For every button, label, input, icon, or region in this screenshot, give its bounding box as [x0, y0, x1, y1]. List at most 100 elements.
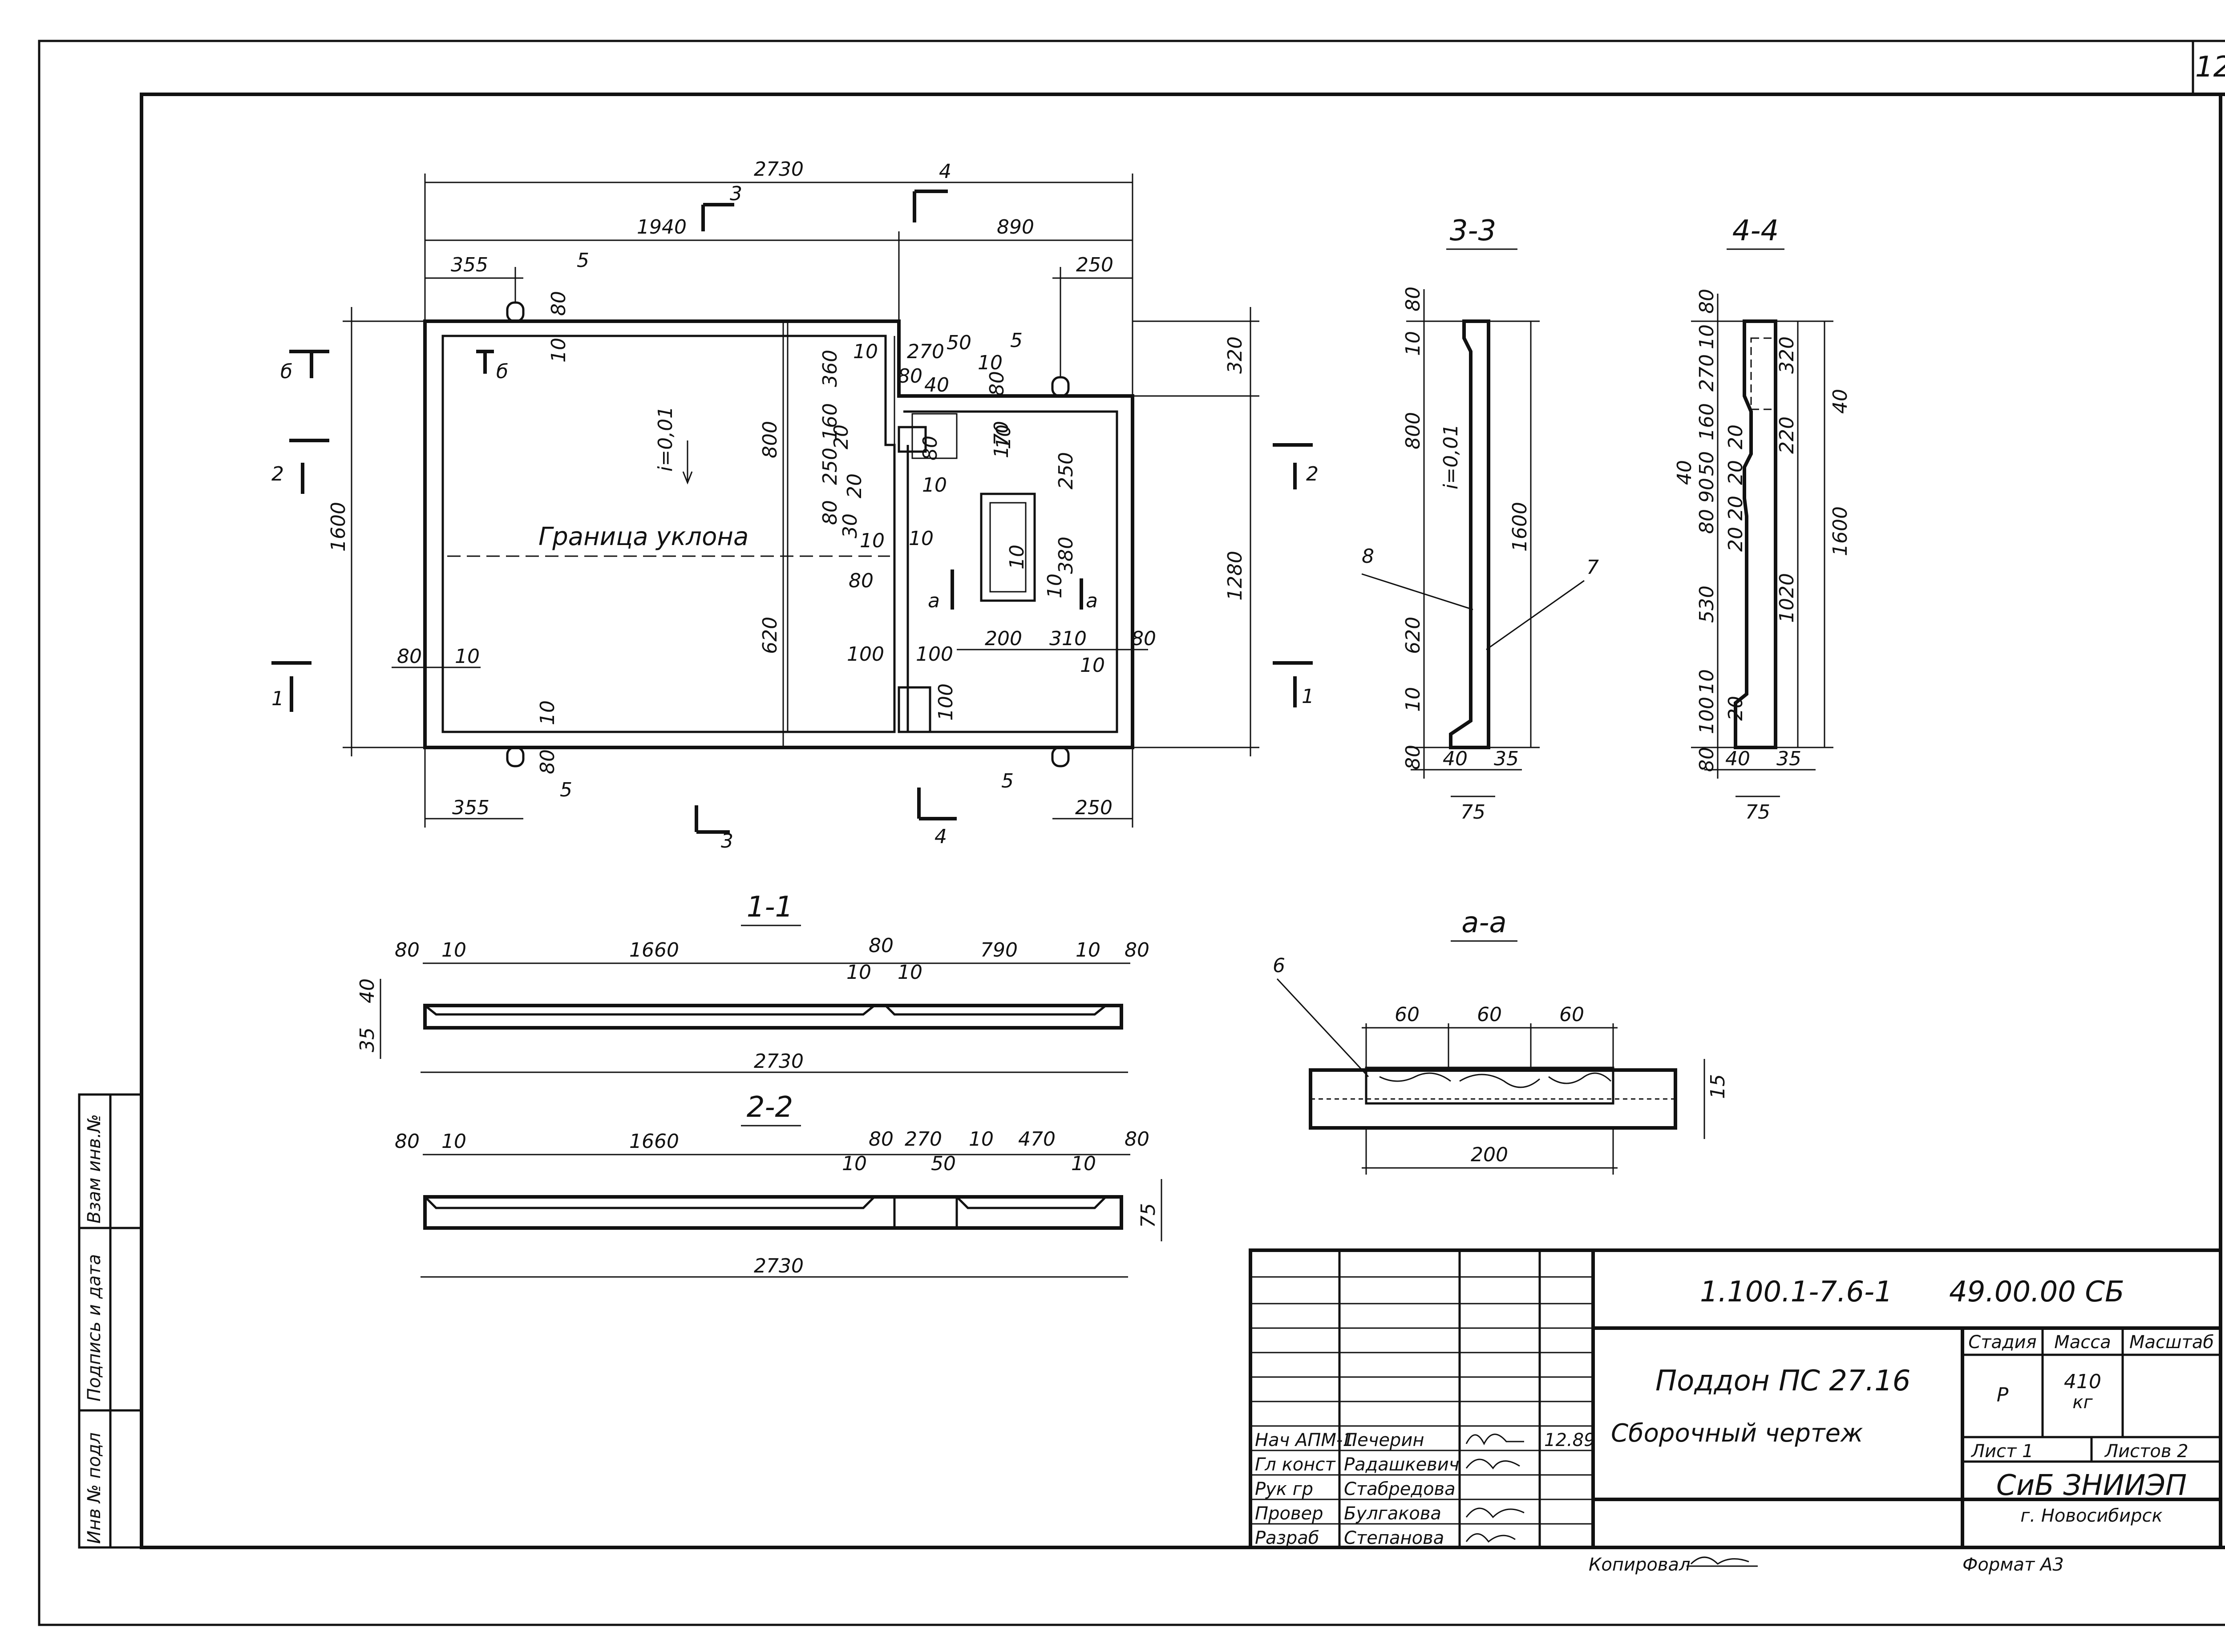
saa-d60b: 60: [1477, 1003, 1502, 1026]
section-44-label: 4-4: [1732, 214, 1779, 247]
cut-a-right: а: [1086, 590, 1098, 612]
role-3: Провер: [1255, 1503, 1323, 1524]
dim-80-top: 80: [547, 291, 570, 316]
section-33-label: 3-3: [1450, 214, 1497, 247]
section-4-4: 4-4 80 10 270 160 50 90 80 530 10 100 80…: [1673, 214, 1852, 824]
s44-d40: 40: [1829, 389, 1852, 414]
sheet-label: Лист 1: [1970, 1441, 2034, 1462]
dim-10-k: 10: [909, 527, 934, 550]
s33-d75: 75: [1460, 801, 1485, 824]
dim-30: 30: [839, 513, 862, 538]
pos5-top-left: 5: [577, 249, 589, 272]
outer-border: [38, 40, 2225, 1626]
s44-d10b: 10: [1695, 669, 1718, 694]
s22-d10a: 10: [441, 1130, 466, 1153]
s44-d270: 270: [1695, 354, 1718, 392]
s33-pos7: 7: [1586, 556, 1599, 579]
s22-d80b: 80: [869, 1128, 894, 1151]
scale-label: Масштаб: [2129, 1332, 2214, 1353]
s11-d40: 40: [356, 978, 379, 1003]
dim-360: 360: [819, 350, 841, 387]
s33-d35: 35: [1494, 747, 1519, 770]
dim-80-j: 80: [849, 570, 874, 592]
cut-1-left: 1: [271, 687, 284, 710]
s33-d800: 800: [1402, 412, 1424, 449]
s44-d530: 530: [1695, 586, 1718, 623]
name-0: Печерин: [1344, 1430, 1424, 1450]
dim-80-small: 80: [819, 500, 841, 525]
s44-d1600: 1600: [1829, 506, 1852, 556]
s44-d80: 80: [1695, 289, 1718, 314]
dim-160: 160: [819, 403, 841, 440]
dim-380: 380: [1055, 537, 1077, 574]
role-4: Разраб: [1255, 1528, 1319, 1548]
dim-10-f: 10: [992, 424, 1015, 449]
cut-b-left: б: [280, 360, 292, 383]
org-name: СиБ ЗНИИЭП: [1996, 1469, 2187, 1502]
saa-d60c: 60: [1559, 1003, 1584, 1026]
s44-d160: 160: [1695, 403, 1718, 440]
section-a-a: а-а 60 60 60 200 15 6: [1273, 906, 1729, 1175]
dim-10-e: 10: [1006, 545, 1028, 570]
slope-boundary: Граница уклона: [538, 522, 748, 551]
s44-d20c: 20: [1724, 496, 1747, 521]
saa-d15: 15: [1707, 1074, 1729, 1099]
name-1: Радашкевич: [1344, 1454, 1459, 1475]
pos5-top-right: 5: [1010, 329, 1023, 352]
s22-d80a: 80: [395, 1130, 420, 1153]
s33-d80: 80: [1402, 287, 1424, 311]
dim-10-i: 10: [922, 474, 947, 497]
dim-620: 620: [759, 617, 781, 654]
stage-value: Р: [1997, 1384, 2009, 1406]
dim-800: 800: [759, 421, 781, 458]
dim-10-right: 10: [1080, 654, 1105, 677]
doc-code: 1.100.1-7.6-1: [1700, 1276, 1893, 1309]
s44-d10: 10: [1695, 324, 1718, 349]
s22-d1660: 1660: [629, 1130, 679, 1153]
cut-1-right: 1: [1302, 685, 1314, 708]
section-3-3: 3-3 80 10 800 620 10 80 1600 i=0,01 40 3…: [1361, 214, 1599, 824]
title-sub: Сборочный чертеж: [1611, 1419, 1863, 1448]
s22-d50: 50: [931, 1152, 956, 1175]
s33-pos8: 8: [1362, 545, 1374, 568]
pos5-bot-left: 5: [560, 779, 572, 801]
s44-d90: 90: [1695, 478, 1718, 503]
dim-10-d: 10: [1044, 574, 1066, 598]
dim-1600: 1600: [327, 502, 350, 552]
dim-100c: 100: [934, 683, 957, 721]
dim-250-bot: 250: [1075, 796, 1112, 819]
s44-d35: 35: [1776, 747, 1801, 770]
assembly-code: 49.00.00 СБ: [1949, 1276, 2124, 1309]
s44-d20e: 20: [1724, 696, 1747, 721]
s33-d40: 40: [1443, 747, 1468, 770]
s22-d270: 270: [905, 1128, 942, 1151]
org-city: г. Новосибирск: [2020, 1506, 2162, 1526]
dim-10-bot: 10: [536, 700, 559, 725]
dim-10-h: 10: [853, 340, 878, 363]
title-main: Поддон ПС 27.16: [1655, 1365, 1911, 1398]
mass-label: Масса: [2054, 1332, 2111, 1353]
dim-170: 170: [990, 421, 1013, 458]
stamp-replace: Взам инв.№: [84, 1114, 105, 1224]
s11-d10c: 10: [898, 961, 922, 984]
role-2: Рук гр: [1255, 1479, 1313, 1499]
s33-d10: 10: [1402, 331, 1424, 356]
section-2-2: 2-2 80 10 1660 80 270 10 470 80 10 50 10…: [395, 1091, 1162, 1278]
dim-250v: 250: [819, 448, 841, 485]
name-2: Стабредова: [1344, 1479, 1456, 1499]
s11-d80c: 80: [1125, 939, 1149, 961]
s44-d100: 100: [1695, 697, 1718, 734]
s44-d75: 75: [1745, 801, 1770, 824]
dim-10-top: 10: [547, 338, 570, 363]
dim-50: 50: [947, 331, 971, 354]
dim-top-1940: 1940: [637, 216, 687, 238]
dim-10-left: 10: [455, 645, 480, 668]
dim-100a: 100: [847, 643, 884, 666]
saa-d60a: 60: [1395, 1003, 1420, 1026]
s22-d470: 470: [1018, 1128, 1056, 1151]
s44-d20a: 20: [1724, 424, 1747, 449]
s11-d35: 35: [356, 1027, 379, 1052]
s44-d20d: 20: [1724, 527, 1747, 552]
s44-d20b: 20: [1724, 460, 1747, 485]
dim-200: 200: [985, 627, 1022, 650]
